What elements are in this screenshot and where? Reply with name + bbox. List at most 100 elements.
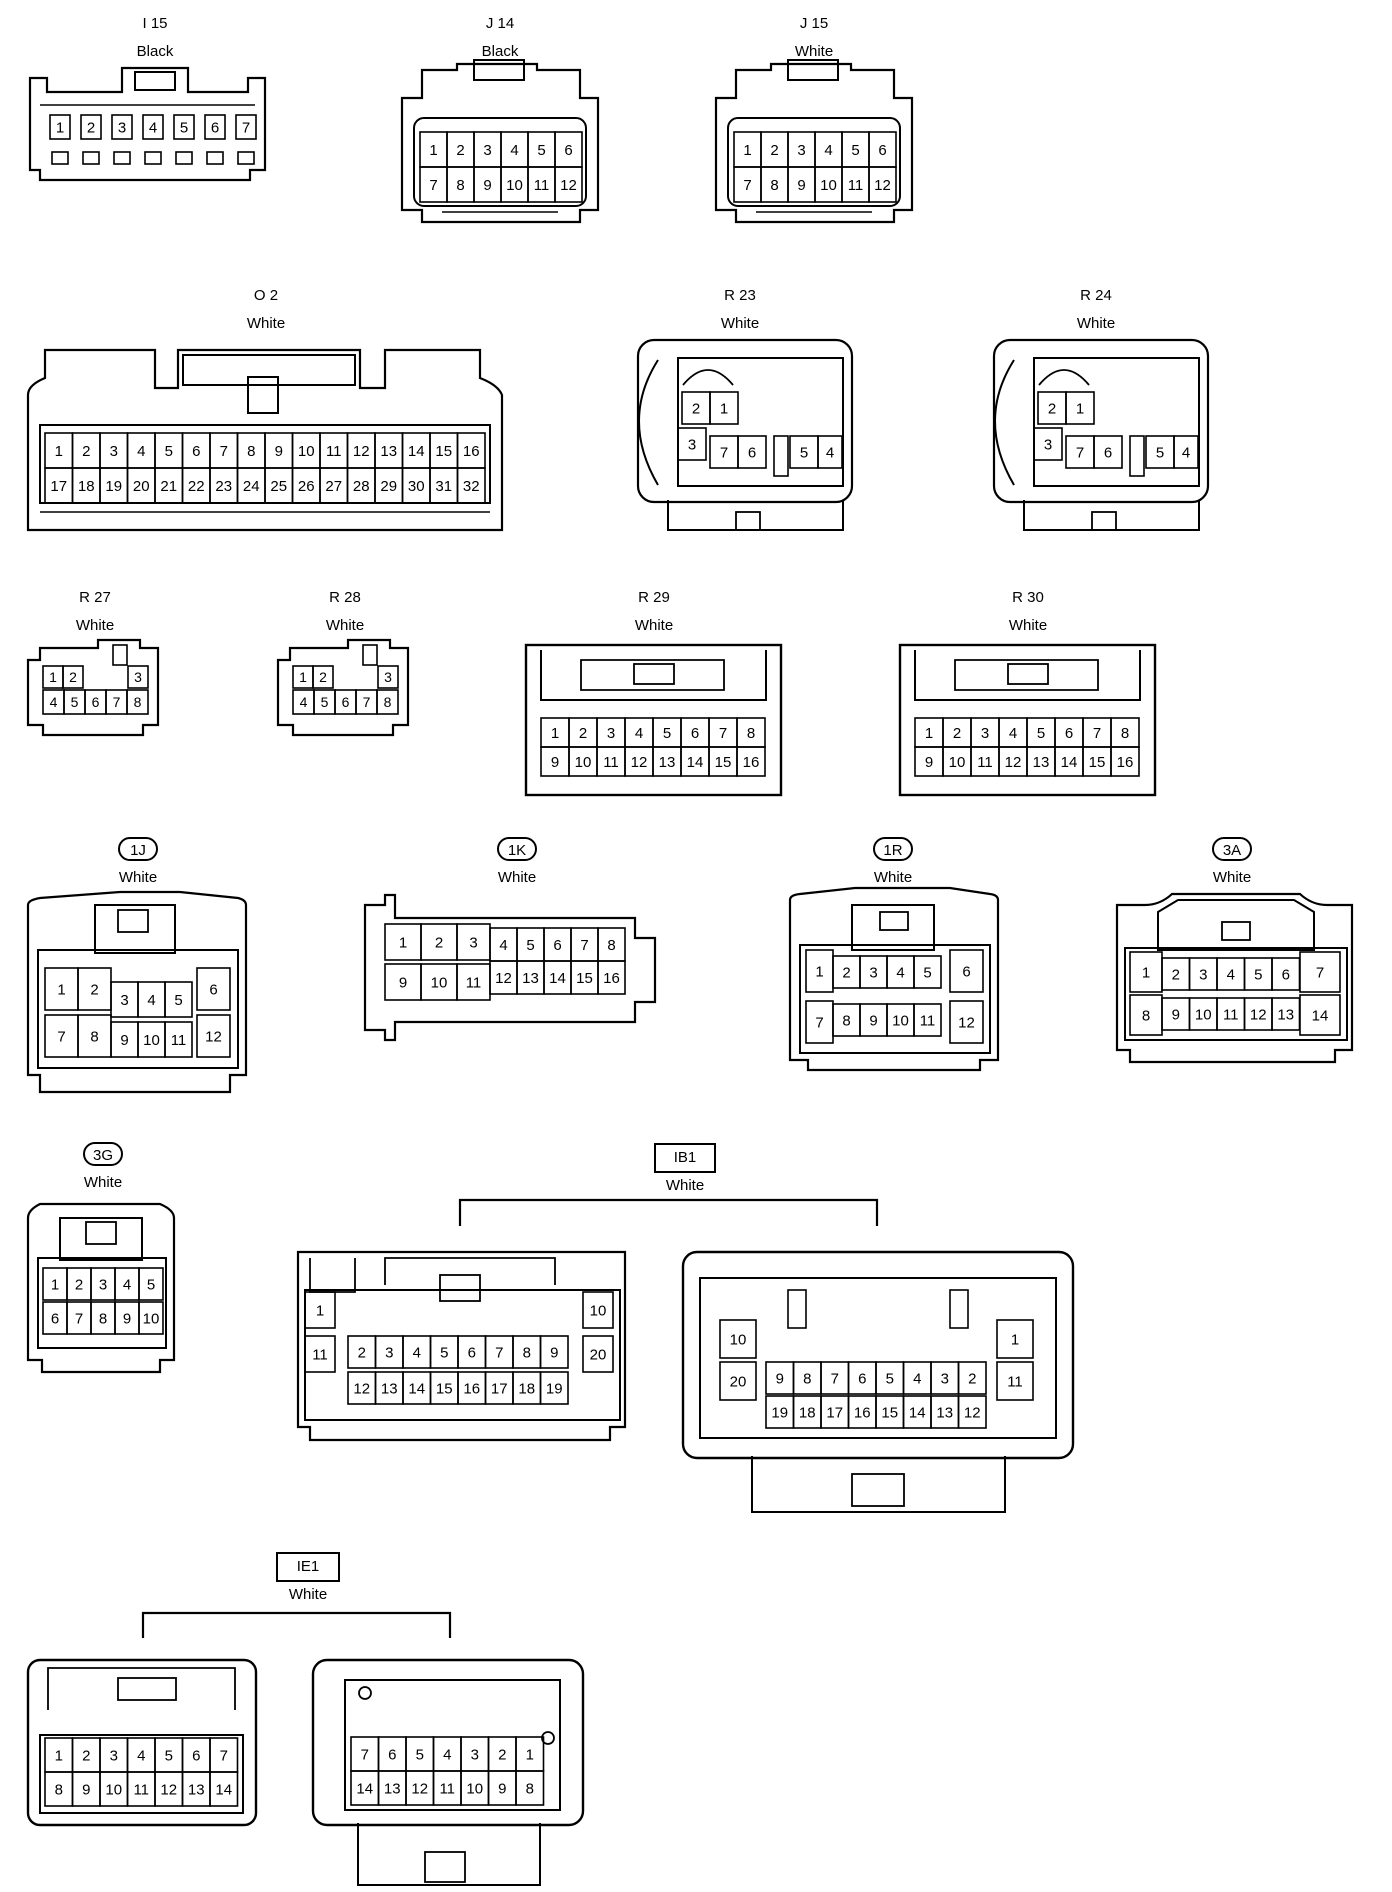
- r30-latch-frame: [954, 659, 1099, 691]
- pin-number: 11: [977, 754, 993, 771]
- pin-number: 5: [886, 1370, 894, 1387]
- pin-number: 2: [82, 443, 90, 460]
- r30-housing: [898, 643, 1157, 797]
- pin-number: 5: [71, 694, 79, 710]
- pin-cell: [996, 1361, 1034, 1401]
- pin-cell: [164, 981, 193, 1018]
- o2-housing: [26, 348, 504, 532]
- pin-cell: [737, 435, 767, 469]
- pin-number: 7: [57, 1028, 65, 1045]
- ib1-right-housing: [681, 1250, 1075, 1460]
- pin-number: 13: [1033, 754, 1050, 771]
- pin-number: 8: [90, 1028, 98, 1045]
- connector-code-box: [276, 1552, 340, 1582]
- pin-number: 2: [319, 669, 327, 685]
- r23-bottom: [667, 500, 844, 531]
- connector-color: White: [247, 315, 285, 332]
- pin-number: 3: [110, 1747, 118, 1764]
- pin-number: 13: [381, 1380, 398, 1397]
- connector-code: 1J: [130, 842, 146, 859]
- pin-number: 4: [1227, 966, 1235, 983]
- pin-number: 7: [363, 694, 371, 710]
- pin-number: 19: [771, 1404, 788, 1421]
- pin-number: 19: [105, 478, 122, 495]
- pin-number: 7: [361, 1746, 369, 1763]
- 1k-housing: [363, 893, 657, 1042]
- ie1-right-face: [344, 1679, 561, 1811]
- pin-number: 20: [730, 1373, 747, 1390]
- i15-slot: [237, 151, 255, 165]
- pin-number: 14: [687, 754, 704, 771]
- pin-number: 13: [380, 443, 397, 460]
- pin-number: 8: [99, 1310, 107, 1327]
- pin-number: 15: [576, 970, 593, 987]
- pin-cell: [138, 1301, 164, 1335]
- pin-number: 16: [743, 754, 760, 771]
- pin-number: 9: [925, 754, 933, 771]
- connector-code: I 15: [142, 15, 167, 32]
- pin-number: 7: [580, 937, 588, 954]
- pin-number: 14: [1061, 754, 1078, 771]
- pin-number: 5: [1037, 725, 1045, 742]
- connector-code: R 30: [1012, 589, 1044, 606]
- i15-slot: [206, 151, 224, 165]
- pin-number: 11: [920, 1012, 936, 1029]
- pin-number: 10: [820, 177, 837, 194]
- connector-code: R 28: [329, 589, 361, 606]
- r29-latch: [633, 663, 675, 685]
- i15-slot: [51, 151, 69, 165]
- connector-code: R 24: [1080, 287, 1112, 304]
- pin-number: 15: [436, 1380, 453, 1397]
- ie1-left-housing: [26, 1658, 258, 1827]
- r30-inner: [914, 650, 1141, 701]
- pin-cell: [142, 114, 164, 140]
- pin-number: 3: [1199, 966, 1207, 983]
- pin-number: 1: [55, 443, 63, 460]
- ib1-left-latch-frame: [384, 1257, 556, 1285]
- pin-number: 6: [192, 443, 200, 460]
- pin-cell: [1173, 435, 1199, 469]
- pin-number: 12: [631, 754, 648, 771]
- pin-number: 8: [55, 1781, 63, 1798]
- pin-cell: [582, 1335, 614, 1373]
- pin-number: 4: [50, 694, 58, 710]
- connector-color: White: [1077, 315, 1115, 332]
- pin-cell: [709, 391, 739, 425]
- pin-number: 13: [384, 1780, 401, 1797]
- pin-number: 25: [270, 478, 287, 495]
- pin-number: 18: [518, 1380, 535, 1397]
- pin-cell: [235, 114, 257, 140]
- pin-number: 10: [892, 1012, 909, 1029]
- pin-number: 4: [443, 1746, 451, 1763]
- pin-cell: [312, 665, 334, 689]
- pin-number: 8: [247, 443, 255, 460]
- pin-number: 2: [1048, 400, 1056, 417]
- pin-number: 3: [1044, 436, 1052, 453]
- pin-number: 8: [842, 1012, 850, 1029]
- pin-number: 7: [220, 443, 228, 460]
- pin-number: 5: [416, 1746, 424, 1763]
- pin-number: 12: [958, 1014, 975, 1031]
- pin-number: 10: [143, 1310, 160, 1327]
- ie1-hole: [358, 1686, 372, 1700]
- pin-number: 10: [506, 177, 523, 194]
- connector-color: Black: [482, 43, 519, 60]
- connector-color: White: [721, 315, 759, 332]
- pin-number: 12: [560, 177, 577, 194]
- pin-number: 1: [1142, 964, 1150, 981]
- pin-number: 11: [439, 1780, 455, 1797]
- ie1-left-latch-frame: [47, 1667, 236, 1710]
- pin-number: 9: [869, 1012, 877, 1029]
- pin-number: 20: [590, 1346, 607, 1363]
- pin-number: 9: [498, 1780, 506, 1797]
- pin-number: 5: [800, 444, 808, 461]
- r23-arc: [682, 369, 734, 386]
- pin-cell: [1093, 435, 1123, 469]
- 1r-latch: [879, 911, 909, 931]
- pin-number: 5: [537, 142, 545, 159]
- pin-number: 2: [358, 1344, 366, 1361]
- ib1-bracket: [458, 1198, 879, 1226]
- r29-latch-frame: [580, 659, 725, 691]
- pin-number: 11: [171, 1032, 187, 1049]
